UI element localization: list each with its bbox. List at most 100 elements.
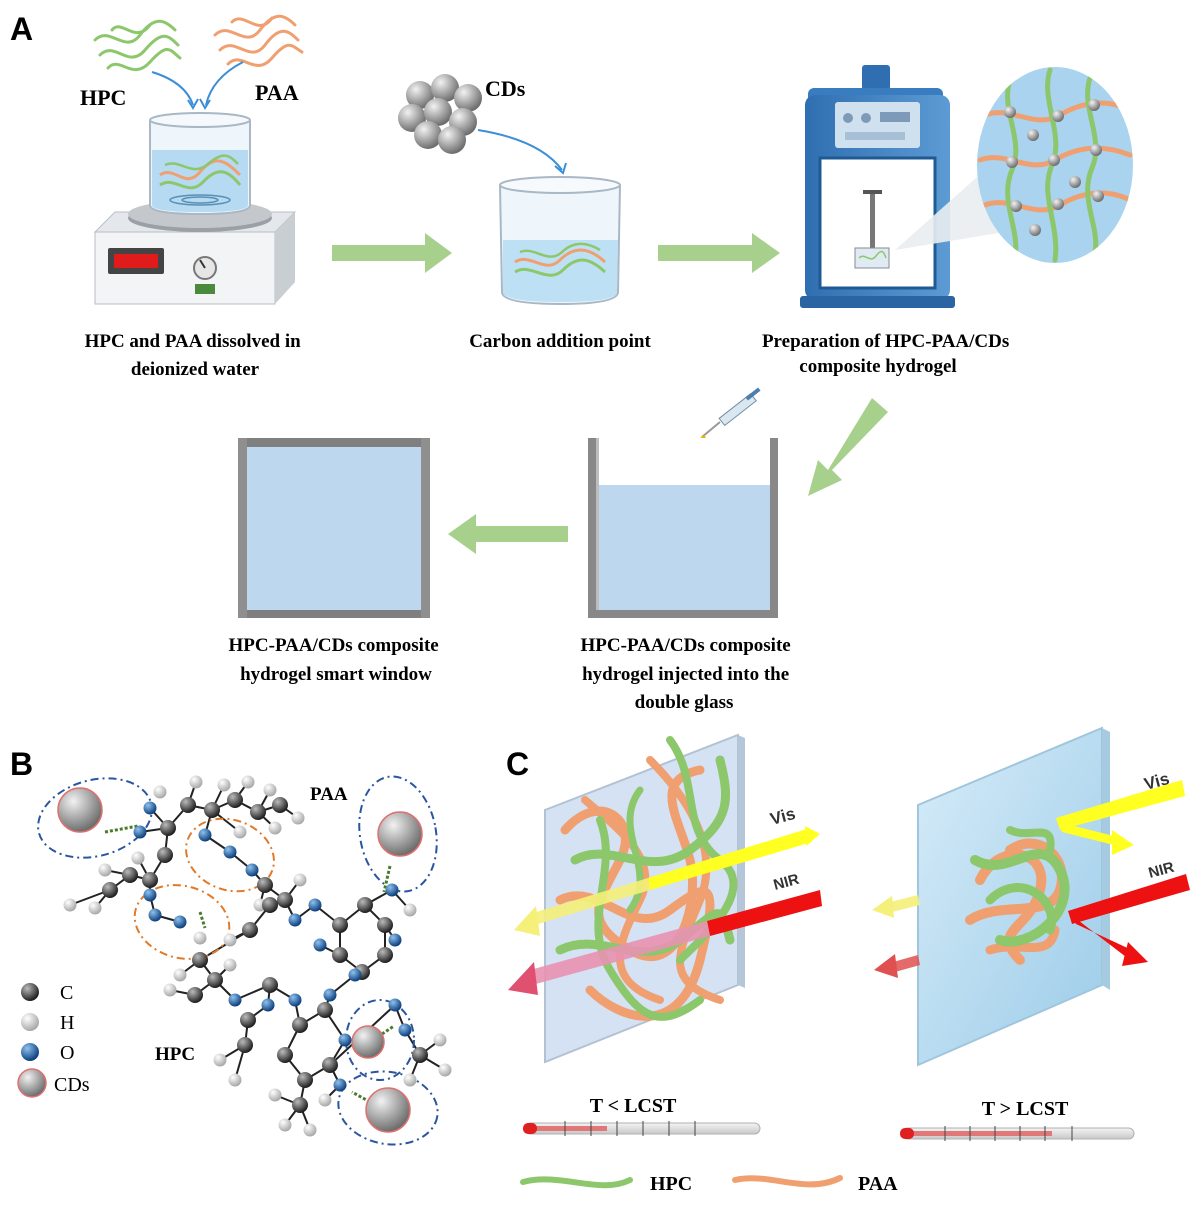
carbon-atom — [292, 1017, 308, 1033]
cds-spheres — [57, 787, 423, 1133]
paa-polymer-icon — [213, 14, 304, 67]
step1-caption: HPC and PAA dissolved in deionized water — [85, 331, 306, 380]
hydrogen-bond-lines — [104, 824, 395, 1104]
legend-hpc-swatch — [520, 1176, 633, 1189]
flow-arrow-2 — [658, 233, 780, 273]
legend-c-swatch — [21, 983, 39, 1001]
paa-label: PAA — [255, 80, 299, 105]
nir-ray-hot-out — [893, 955, 920, 972]
oxygen-atom — [308, 898, 322, 912]
nir-ray-hot-reflected — [1070, 914, 1136, 960]
hydrogen-atom — [193, 931, 207, 945]
oxygen-atom — [388, 998, 402, 1012]
oxygen-atom — [148, 908, 162, 922]
flow-arrow-4 — [448, 514, 568, 554]
step5-caption: HPC-PAA/CDs composite hydrogel smart win… — [229, 635, 444, 685]
hydrogen-atom — [403, 903, 417, 917]
legend-paa-label: PAA — [858, 1173, 898, 1195]
double-glass-filled-icon — [588, 438, 778, 618]
hydrogen-atom — [433, 1033, 447, 1047]
carbon-atom — [187, 987, 203, 1003]
carbon-atom — [317, 1002, 333, 1018]
oxygen-atom — [288, 993, 302, 1007]
carbon-atom — [160, 820, 176, 836]
hpc-label: HPC — [80, 85, 126, 110]
vis-ray-cold-out — [533, 878, 650, 925]
carbon-atom — [332, 947, 348, 963]
legend-cds-label: CDs — [54, 1074, 90, 1096]
carbon-atom — [277, 892, 293, 908]
carbon-atom — [277, 1047, 293, 1063]
carbon-atom — [262, 977, 278, 993]
hydrogen-atom — [189, 775, 203, 789]
zoom-cone — [895, 170, 1005, 250]
thermometer-cold-icon — [523, 1121, 761, 1136]
oxygen-atom — [398, 1023, 412, 1037]
cds-label: CDs — [485, 76, 526, 101]
legend-hpc-label: HPC — [650, 1173, 692, 1195]
oxygen-atom — [133, 825, 147, 839]
nir-ray-cold-out — [530, 921, 710, 985]
vis-ray-hot-reflected — [1058, 822, 1118, 846]
oxygen-atom — [143, 801, 157, 815]
carbon-atom — [377, 947, 393, 963]
carbon-atom — [292, 1097, 308, 1113]
cds-cluster-icon — [398, 74, 482, 154]
step5-caption-line1: HPC-PAA/CDs composite — [229, 635, 439, 656]
hydrogen-atom — [88, 901, 102, 915]
oxygen-atom — [348, 968, 362, 982]
atoms — [63, 775, 452, 1137]
hydrogen-atom — [438, 1063, 452, 1077]
oxygen-atom — [245, 863, 259, 877]
hydrogen-atom — [223, 958, 237, 972]
oxygen-atom — [323, 988, 337, 1002]
vis-label-cold: Vis — [768, 804, 797, 829]
carbon-atom — [412, 1047, 428, 1063]
carbon-atom — [332, 917, 348, 933]
oxygen-atom — [388, 933, 402, 947]
magnetic-stirrer-icon — [93, 200, 297, 305]
flow-arrow-1 — [332, 233, 452, 273]
carbon-atom — [242, 922, 258, 938]
oxygen-atom — [143, 888, 157, 902]
step1-caption-line2: deionized water — [131, 359, 260, 380]
carbon-atom — [122, 867, 138, 883]
carbon-atom — [297, 1072, 313, 1088]
vis-ray-cold-in — [648, 828, 812, 890]
smart-window-icon — [238, 438, 430, 618]
step3-caption: Preparation of HPC-PAA/CDs composite hyd… — [762, 331, 1014, 377]
oxygen-atom — [173, 915, 187, 929]
carbon-atom — [207, 972, 223, 988]
hot-temp-label: T > LCST — [982, 1098, 1069, 1120]
step2-caption: Carbon addition point — [469, 331, 651, 352]
hydrogen-atom — [163, 983, 177, 997]
vis-ray-hot-out — [890, 895, 920, 912]
carbon-atom — [357, 897, 373, 913]
atom-legend: C H O CDs — [17, 982, 90, 1098]
nir-label-hot: NIR — [1147, 859, 1177, 882]
bond — [199, 929, 251, 961]
cold-temp-label: T < LCST — [590, 1095, 677, 1117]
hydrogen-atom — [98, 863, 112, 877]
hydrogen-atom — [293, 873, 307, 887]
hydrogen-atom — [228, 1073, 242, 1087]
step1-caption-line1: HPC and PAA dissolved in — [85, 331, 302, 352]
panel-label-b: B — [10, 746, 33, 782]
hydrogen-atom — [278, 1118, 292, 1132]
step4-caption-line3: double glass — [635, 692, 734, 713]
step4-caption-line1: HPC-PAA/CDs composite — [581, 635, 791, 656]
paa-molecule-label: PAA — [310, 784, 348, 805]
oxygen-atom — [333, 1078, 347, 1092]
hydrogen-atom — [153, 785, 167, 799]
oxygen-atom — [228, 993, 242, 1007]
carbon-atom — [157, 847, 173, 863]
beaker-with-polymers-icon — [149, 112, 251, 216]
hydrogen-atom — [241, 775, 255, 789]
hydrogen-atom — [268, 1088, 282, 1102]
carbon-atom — [257, 877, 273, 893]
nir-ray-cold-in — [707, 890, 822, 936]
panel-label-a: A — [10, 11, 33, 47]
window-cold: Vis NIR — [508, 733, 822, 1064]
oxygen-atom — [313, 938, 327, 952]
